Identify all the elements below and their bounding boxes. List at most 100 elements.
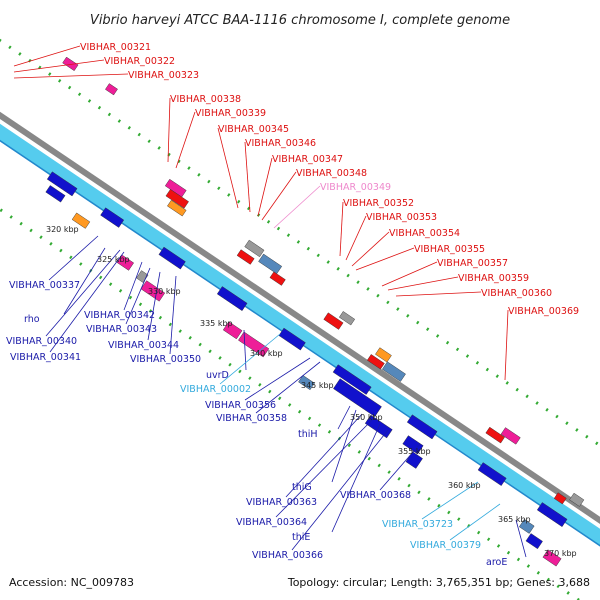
gene-feature	[406, 414, 438, 440]
gene-features	[45, 56, 585, 567]
gene-label-bottom: thiE	[292, 532, 310, 543]
gene-label-top: VIBHAR_00345	[218, 124, 289, 135]
gene-label-bottom: VIBHAR_00358	[216, 413, 287, 424]
gene-feature	[258, 253, 283, 275]
gene-feature	[165, 189, 189, 209]
leader-line	[331, 409, 357, 483]
gene-label-bottom: VIBHAR_00342	[84, 310, 155, 321]
scale-label: 330 kbp	[148, 287, 181, 296]
leader-line	[421, 481, 479, 520]
gene-label-bottom: VIBHAR_00350	[130, 354, 201, 365]
gene-feature	[338, 311, 356, 326]
gene-feature	[332, 364, 372, 395]
leader-line	[167, 97, 171, 163]
scale-label: 355 kbp	[398, 447, 431, 456]
leader-line	[387, 276, 459, 291]
gene-feature	[536, 502, 568, 528]
gene-feature	[382, 361, 406, 382]
gene-label-bottom: VIBHAR_00356	[205, 400, 276, 411]
gene-feature	[375, 347, 392, 363]
gene-label-bottom: VIBHAR_00364	[236, 517, 307, 528]
gene-label-top: VIBHAR_00359	[458, 273, 529, 284]
scale-label: 340 kbp	[250, 349, 283, 358]
scale-label: 360 kbp	[448, 481, 481, 490]
gene-feature	[553, 492, 567, 505]
backbone-line	[0, 111, 600, 524]
gene-feature	[45, 185, 66, 203]
gene-feature	[244, 239, 265, 258]
gene-feature	[222, 321, 243, 340]
gene-label-top: VIBHAR_00357	[437, 258, 508, 269]
leader-line	[515, 519, 527, 558]
gene-label-bottom: VIBHAR_00343	[86, 324, 157, 335]
leader-line	[355, 247, 415, 271]
gene-feature	[71, 212, 91, 229]
leader-line	[244, 141, 251, 213]
gene-label-bottom: VIBHAR_00002	[180, 384, 251, 395]
leader-line	[339, 201, 344, 257]
map-title: Vibrio harveyi ATCC BAA-1116 chromosome …	[90, 13, 510, 28]
gene-label-bottom: aroE	[486, 557, 507, 568]
topology-text: Topology: circular; Length: 3,765,351 bp…	[287, 576, 590, 589]
gene-label-bottom: rho	[24, 314, 40, 325]
leader-line	[219, 333, 281, 385]
scale-label: 365 kbp	[498, 515, 531, 524]
gene-label-top: VIBHAR_00353	[366, 212, 437, 223]
gene-label-bottom: VIBHAR_00368	[340, 490, 411, 501]
accession-text: Accession: NC_009783	[9, 576, 134, 589]
gene-label-bottom: thiH	[298, 429, 318, 440]
leader-line	[291, 429, 389, 551]
leader-line	[244, 357, 311, 401]
gene-label-top: VIBHAR_00352	[343, 198, 414, 209]
gene-label-top: VIBHAR_00369	[508, 306, 579, 317]
leader-line	[45, 249, 121, 337]
gene-feature	[62, 56, 79, 71]
scale-label: 335 kbp	[200, 319, 233, 328]
leader-line	[351, 231, 390, 267]
leader-line	[169, 275, 177, 355]
leader-line	[175, 111, 196, 169]
leader-line	[125, 267, 151, 325]
gene-label-bottom: VIBHAR_00340	[6, 336, 77, 347]
gene-feature	[366, 354, 385, 370]
gene-feature	[485, 426, 505, 444]
gene-label-bottom: VIBHAR_00337	[9, 280, 80, 291]
scale-label: 345 kbp	[301, 381, 334, 390]
gene-feature	[323, 312, 344, 330]
gene-feature	[100, 207, 125, 228]
gene-feature	[500, 427, 521, 445]
gene-label-top: VIBHAR_00360	[481, 288, 552, 299]
gene-feature	[298, 375, 315, 391]
gene-feature	[105, 83, 118, 96]
gene-feature	[158, 246, 186, 270]
leader-line	[275, 419, 373, 518]
leader-line	[49, 251, 125, 353]
gene-label-top: VIBHAR_00355	[414, 244, 485, 255]
gene-label-top: VIBHAR_00323	[128, 70, 199, 81]
gene-label-top: VIBHAR_00339	[195, 108, 266, 119]
gene-label-bottom: thiG	[292, 482, 312, 493]
leader-line	[379, 443, 421, 491]
leader-line	[255, 361, 321, 414]
gene-label-bottom: VIBHAR_03723	[382, 519, 453, 530]
gene-label-top: VIBHAR_00348	[296, 168, 367, 179]
gene-feature	[46, 171, 78, 197]
gene-label-bottom: VIBHAR_00363	[246, 497, 317, 508]
leader-line	[13, 59, 105, 73]
gene-label-top: VIBHAR_00347	[272, 154, 343, 165]
leader-line	[48, 235, 99, 281]
leader-line	[217, 127, 239, 209]
gene-label-top: VIBHAR_00321	[80, 42, 151, 53]
gene-label-bottom: VIBHAR_00379	[410, 540, 481, 551]
gene-label-top: VIBHAR_00346	[245, 138, 316, 149]
leader-line	[147, 271, 161, 341]
leader-line	[123, 261, 143, 311]
label-leaders	[13, 45, 527, 558]
gene-track	[0, 123, 600, 546]
gene-feature	[140, 280, 166, 302]
leader-line	[331, 423, 381, 533]
gene-label-top: VIBHAR_00354	[389, 228, 460, 239]
gene-feature	[269, 271, 286, 286]
